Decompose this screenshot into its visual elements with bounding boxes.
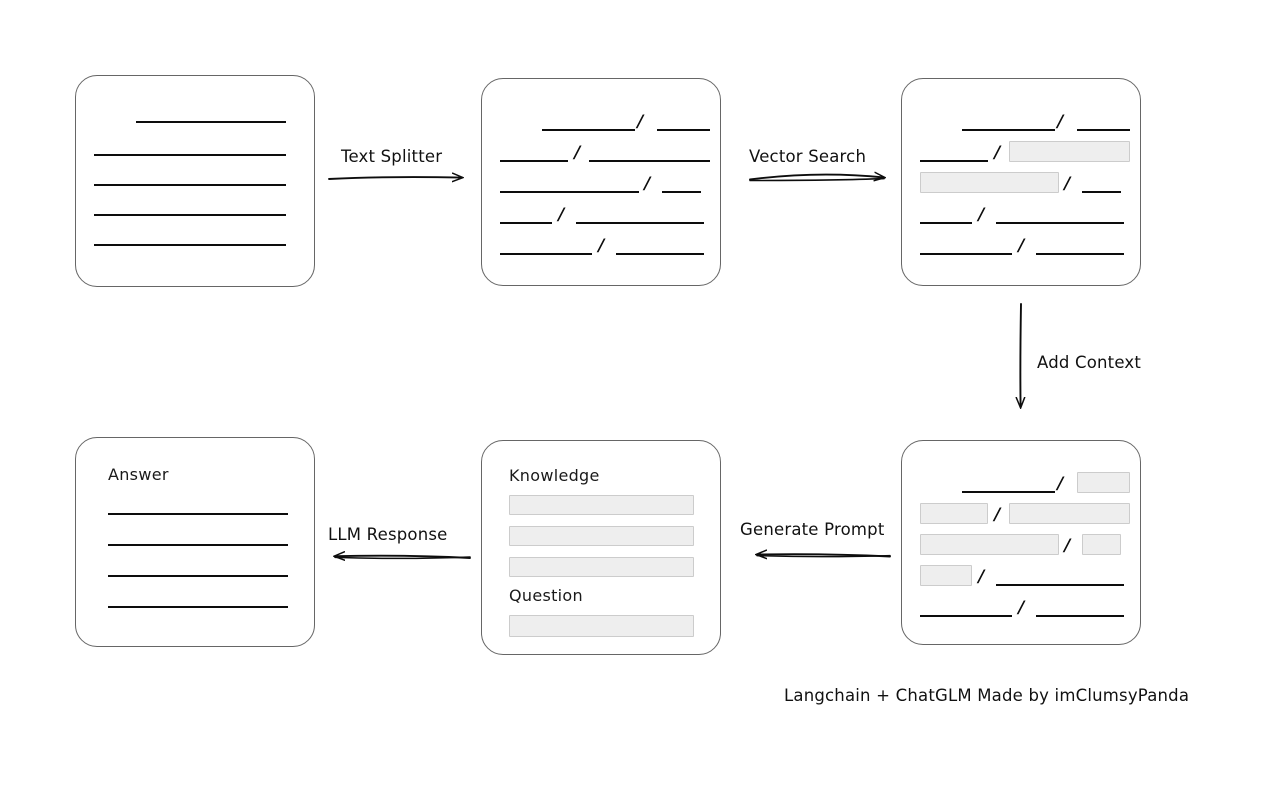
doc-line: [94, 154, 286, 156]
doc-line: [136, 121, 286, 123]
doc-line-segment: [920, 615, 1012, 617]
retrieved-chunk-chip-green: [920, 172, 1059, 193]
node-prompt[interactable]: Knowledge Question: [481, 440, 721, 655]
context-chunk-chip-yellow: [920, 503, 988, 524]
edge-label-vector-search: Vector Search: [749, 147, 867, 166]
diagram-caption: Langchain + ChatGLM Made by imClumsyPand…: [784, 686, 1190, 705]
doc-line-segment: [500, 160, 568, 162]
edge-label-generate-prompt: Generate Prompt: [740, 520, 885, 539]
edge-vector-search: [749, 175, 884, 181]
doc-line-segment: [1082, 191, 1121, 193]
answer-line: [108, 575, 288, 577]
doc-line-segment: [920, 222, 972, 224]
answer-label: Answer: [108, 465, 169, 484]
answer-line: [108, 544, 288, 546]
doc-line-segment: [1036, 615, 1124, 617]
knowledge-bar-green: [509, 526, 694, 546]
doc-line: [94, 214, 286, 216]
doc-line-segment: [500, 191, 639, 193]
edge-add-context: [1020, 303, 1021, 407]
edge-text-splitter: [328, 177, 462, 179]
node-source-document[interactable]: [75, 75, 315, 287]
edge-label-add-context: Add Context: [1037, 353, 1142, 372]
doc-line-segment: [500, 222, 552, 224]
edge-generate-prompt: [757, 554, 891, 556]
knowledge-bar-yellow: [509, 557, 694, 577]
doc-line-segment: [500, 253, 592, 255]
retrieved-chunk-chip-green: [920, 534, 1059, 555]
context-chunk-chip-yellow: [1077, 472, 1130, 493]
node-matched-document[interactable]: / / / / /: [901, 78, 1141, 286]
answer-line: [108, 606, 288, 608]
segment-separator-icon: /: [1018, 598, 1025, 618]
retrieved-chunk-chip-green: [1009, 141, 1130, 162]
segment-separator-icon: /: [598, 236, 605, 256]
doc-line-segment: [1036, 253, 1124, 255]
segment-separator-icon: /: [994, 505, 1001, 525]
question-label: Question: [509, 586, 583, 605]
edge-label-llm-response: LLM Response: [328, 525, 448, 544]
node-answer[interactable]: Answer: [75, 437, 315, 647]
segment-separator-icon: /: [574, 143, 581, 163]
context-chunk-chip-yellow: [920, 565, 972, 586]
edge-llm-response: [335, 556, 471, 559]
segment-separator-icon: /: [1064, 536, 1071, 556]
segment-separator-icon: /: [637, 112, 644, 132]
question-bar-red: [509, 615, 694, 637]
doc-line-segment: [576, 222, 704, 224]
doc-line-segment: [589, 160, 710, 162]
doc-line-segment: [920, 160, 988, 162]
doc-line-segment: [1077, 129, 1130, 131]
segment-separator-icon: /: [1057, 112, 1064, 132]
doc-line-segment: [996, 222, 1124, 224]
node-split-document[interactable]: / / / / /: [481, 78, 721, 286]
node-context-document[interactable]: / / / / /: [901, 440, 1141, 645]
doc-line-segment: [962, 129, 1055, 131]
segment-separator-icon: /: [1064, 174, 1071, 194]
retrieved-chunk-chip-green: [1009, 503, 1130, 524]
doc-line: [94, 184, 286, 186]
context-chunk-chip-yellow: [1082, 534, 1121, 555]
knowledge-label: Knowledge: [509, 466, 600, 485]
segment-separator-icon: /: [994, 143, 1001, 163]
doc-line-segment: [996, 584, 1124, 586]
segment-separator-icon: /: [978, 205, 985, 225]
doc-line-segment: [616, 253, 704, 255]
doc-line-segment: [962, 491, 1055, 493]
segment-separator-icon: /: [1018, 236, 1025, 256]
doc-line-segment: [662, 191, 701, 193]
segment-separator-icon: /: [558, 205, 565, 225]
edge-label-text-splitter: Text Splitter: [341, 147, 443, 166]
segment-separator-icon: /: [1057, 474, 1064, 494]
knowledge-bar-yellow: [509, 495, 694, 515]
doc-line: [94, 244, 286, 246]
segment-separator-icon: /: [978, 567, 985, 587]
doc-line-segment: [657, 129, 710, 131]
doc-line-segment: [920, 253, 1012, 255]
segment-separator-icon: /: [644, 174, 651, 194]
doc-line-segment: [542, 129, 635, 131]
answer-line: [108, 513, 288, 515]
